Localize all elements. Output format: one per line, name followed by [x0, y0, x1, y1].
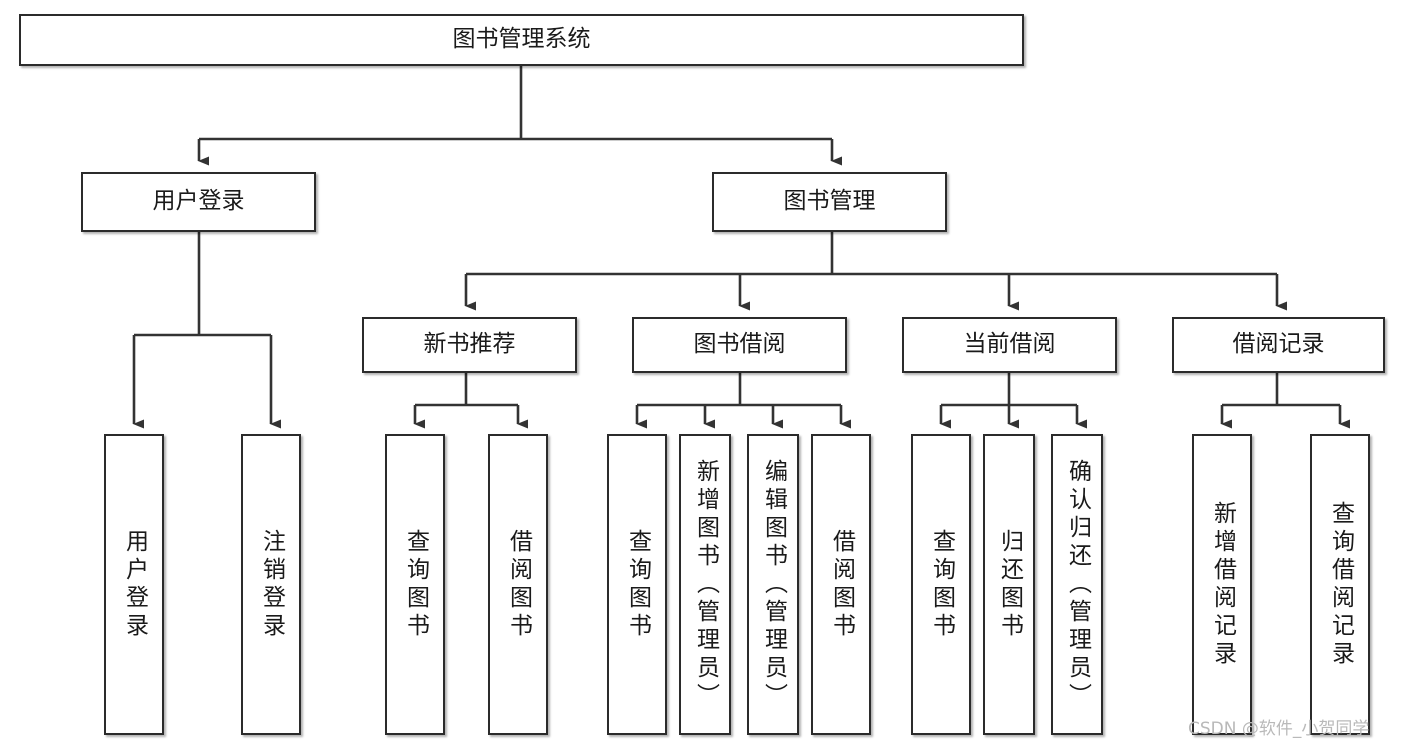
node-leaf-borrow-book-1-label: 借阅图书	[505, 528, 532, 641]
node-leaf-return-book-label: 归还图书	[996, 528, 1023, 641]
node-root[interactable]: 图书管理系统	[19, 14, 1024, 66]
node-leaf-add-record[interactable]: 新增借阅记录	[1192, 434, 1252, 735]
node-leaf-query-book-2[interactable]: 查询图书	[607, 434, 667, 735]
node-leaf-borrow-book-2-label: 借阅图书	[828, 528, 855, 641]
node-leaf-user-login[interactable]: 用户登录	[104, 434, 164, 735]
node-leaf-user-login-label: 用户登录	[121, 528, 148, 641]
node-leaf-add-record-label: 新增借阅记录	[1209, 500, 1236, 669]
node-leaf-confirm-return[interactable]: 确认归还（管理员）	[1051, 434, 1103, 735]
node-root-label: 图书管理系统	[452, 26, 591, 53]
node-book-management[interactable]: 图书管理	[712, 172, 947, 232]
node-new-book-recommend-label: 新书推荐	[423, 331, 516, 358]
node-leaf-confirm-return-label: 确认归还（管理员）	[1064, 458, 1091, 711]
node-book-borrow-label: 图书借阅	[693, 331, 786, 358]
node-leaf-query-record[interactable]: 查询借阅记录	[1310, 434, 1370, 735]
node-leaf-edit-book-label: 编辑图书（管理员）	[760, 458, 787, 711]
node-leaf-add-book[interactable]: 新增图书（管理员）	[679, 434, 731, 735]
node-new-book-recommend[interactable]: 新书推荐	[362, 317, 577, 373]
node-leaf-query-book-2-label: 查询图书	[624, 528, 651, 641]
node-current-borrow[interactable]: 当前借阅	[902, 317, 1117, 373]
node-leaf-return-book[interactable]: 归还图书	[983, 434, 1035, 735]
node-leaf-borrow-book-1[interactable]: 借阅图书	[488, 434, 548, 735]
node-leaf-query-book-1[interactable]: 查询图书	[385, 434, 445, 735]
node-leaf-query-record-label: 查询借阅记录	[1327, 500, 1354, 669]
node-leaf-query-book-3-label: 查询图书	[928, 528, 955, 641]
node-leaf-query-book-3[interactable]: 查询图书	[911, 434, 971, 735]
node-user-login[interactable]: 用户登录	[81, 172, 316, 232]
node-leaf-borrow-book-2[interactable]: 借阅图书	[811, 434, 871, 735]
node-leaf-query-book-1-label: 查询图书	[402, 528, 429, 641]
csdn-watermark: CSDN @软件_小贺同学	[1188, 719, 1370, 739]
node-leaf-add-book-label: 新增图书（管理员）	[692, 458, 719, 711]
node-borrow-record[interactable]: 借阅记录	[1172, 317, 1385, 373]
node-leaf-logout-label: 注销登录	[258, 528, 285, 641]
node-borrow-record-label: 借阅记录	[1232, 331, 1325, 358]
node-leaf-edit-book[interactable]: 编辑图书（管理员）	[747, 434, 799, 735]
node-book-management-label: 图书管理	[783, 188, 876, 215]
node-leaf-logout[interactable]: 注销登录	[241, 434, 301, 735]
node-user-login-label: 用户登录	[152, 188, 245, 215]
node-book-borrow[interactable]: 图书借阅	[632, 317, 847, 373]
node-current-borrow-label: 当前借阅	[963, 331, 1056, 358]
